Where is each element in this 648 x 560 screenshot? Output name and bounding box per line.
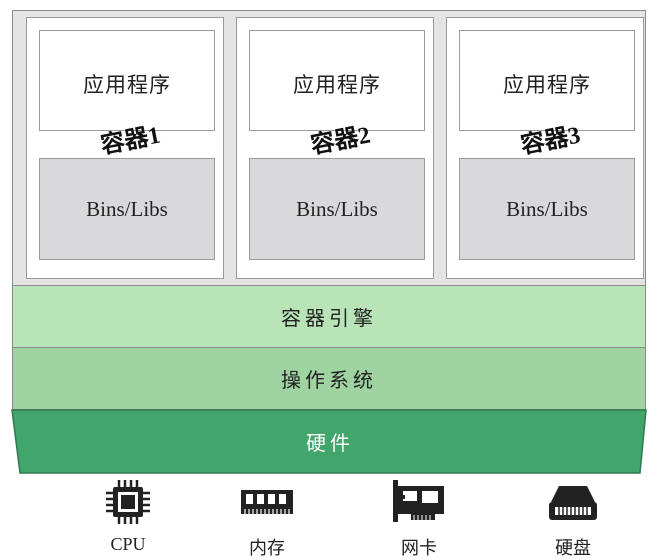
device-memory: 内存 [217,478,317,560]
app-box: 应用程序 [39,30,215,131]
device-network-card: 网卡 [369,478,469,560]
container-engine-layer: 容器引擎 [12,285,646,348]
hardware-layer-label: 硬件 [306,431,354,455]
container-3: 应用程序 Bins/Libs 容器3 [446,17,644,279]
operating-system-layer: 操作系统 [12,347,646,410]
device-hard-disk: 硬盘 [523,478,623,560]
bins-libs-box: Bins/Libs [39,158,215,260]
cpu-icon [106,480,150,524]
app-box: 应用程序 [249,30,425,131]
hard-disk-icon [549,486,597,520]
container-2: 应用程序 Bins/Libs 容器2 [236,17,434,279]
device-cpu: CPU [78,478,178,555]
bins-libs-box: Bins/Libs [459,158,635,260]
device-label: 内存 [249,538,285,558]
device-label: CPU [110,534,146,554]
network-card-icon [393,480,444,522]
device-label: 硬盘 [555,538,591,558]
hardware-layer-shape [11,409,647,474]
memory-icon [241,490,293,514]
device-label: 网卡 [401,538,437,558]
bins-libs-box: Bins/Libs [249,158,425,260]
container-1: 应用程序 Bins/Libs 容器1 [26,17,224,279]
app-box: 应用程序 [459,30,635,131]
